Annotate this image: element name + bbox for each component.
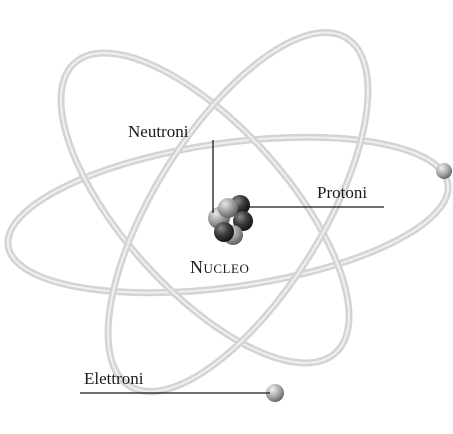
orbit-diagonal-left xyxy=(57,49,353,367)
electrons-label: Elettroni xyxy=(84,369,144,388)
neutron-particle xyxy=(218,198,238,218)
orbit-diagonal-right xyxy=(104,29,372,395)
electron-particle xyxy=(266,384,284,402)
nucleus-label: NUCLEO xyxy=(190,257,249,277)
proton-particle xyxy=(233,211,253,231)
orbit-horizontal xyxy=(4,133,452,297)
protons-label: Protoni xyxy=(317,183,367,202)
neutrons-label: Neutroni xyxy=(128,122,189,141)
nucleus xyxy=(208,195,253,245)
proton-particle xyxy=(214,222,234,242)
electron-particle xyxy=(436,163,452,179)
